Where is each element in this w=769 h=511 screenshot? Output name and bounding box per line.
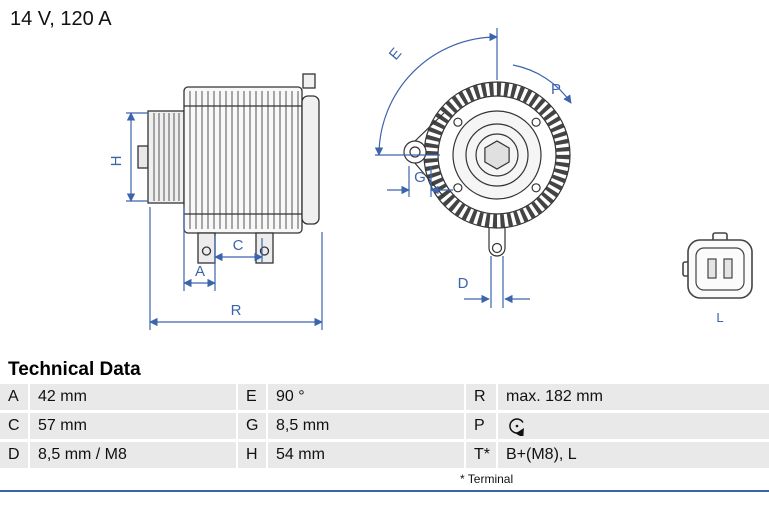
param-key: A bbox=[0, 384, 28, 410]
dimension-label-c: C bbox=[233, 237, 244, 254]
technical-data-table: A 42 mm E 90 ° R max. 182 mm C 57 mm G 8… bbox=[0, 384, 769, 468]
dimension-e bbox=[374, 28, 498, 156]
dimension-h bbox=[126, 112, 148, 202]
connector-pin-label: L bbox=[716, 310, 723, 325]
bottom-divider bbox=[0, 490, 769, 492]
param-key: H bbox=[238, 442, 266, 468]
terminal-footnote: * Terminal bbox=[460, 472, 514, 486]
table-row: A 42 mm E 90 ° R max. 182 mm bbox=[0, 384, 769, 410]
dimension-label-g: G bbox=[414, 169, 426, 186]
dimension-r bbox=[149, 207, 323, 330]
dimension-g bbox=[387, 166, 453, 197]
param-value: 8,5 mm / M8 bbox=[30, 442, 236, 468]
param-value: 8,5 mm bbox=[268, 413, 464, 439]
param-value: B+(M8), L bbox=[498, 442, 769, 468]
param-key: E bbox=[238, 384, 266, 410]
param-key: G bbox=[238, 413, 266, 439]
dimension-label-d: D bbox=[458, 275, 469, 292]
table-row: C 57 mm G 8,5 mm P bbox=[0, 413, 769, 439]
dimension-p-rotation bbox=[512, 64, 572, 104]
param-value: 54 mm bbox=[268, 442, 464, 468]
dimension-label-e: E bbox=[386, 45, 405, 64]
alternator-technical-drawing: H A C R E bbox=[108, 28, 753, 330]
table-row: D 8,5 mm / M8 H 54 mm T* B+(M8), L bbox=[0, 442, 769, 468]
param-key: D bbox=[0, 442, 28, 468]
param-key: R bbox=[466, 384, 496, 410]
dimension-label-p: P bbox=[551, 81, 561, 98]
dimension-c bbox=[214, 238, 263, 263]
dimension-label-h: H bbox=[108, 156, 125, 167]
technical-data-title: Technical Data bbox=[8, 359, 141, 380]
param-value: max. 182 mm bbox=[498, 384, 769, 410]
param-value: 90 ° bbox=[268, 384, 464, 410]
technical-drawing-area: H A C R E bbox=[108, 28, 753, 330]
dimension-a bbox=[183, 207, 216, 291]
param-value: 57 mm bbox=[30, 413, 236, 439]
dimension-label-r: R bbox=[231, 302, 242, 319]
voltage-current-rating: 14 V, 120 A bbox=[10, 8, 112, 30]
connector-drawing bbox=[682, 232, 753, 299]
param-key: P bbox=[466, 413, 496, 439]
alternator-side-view bbox=[137, 73, 320, 264]
param-key: C bbox=[0, 413, 28, 439]
param-value: 42 mm bbox=[30, 384, 236, 410]
param-key: T* bbox=[466, 442, 496, 468]
param-value-rotation bbox=[498, 413, 769, 439]
dimension-label-a: A bbox=[195, 263, 205, 280]
dimension-d bbox=[464, 256, 530, 308]
alternator-front-view bbox=[403, 81, 571, 257]
rotation-direction-icon bbox=[509, 418, 524, 436]
